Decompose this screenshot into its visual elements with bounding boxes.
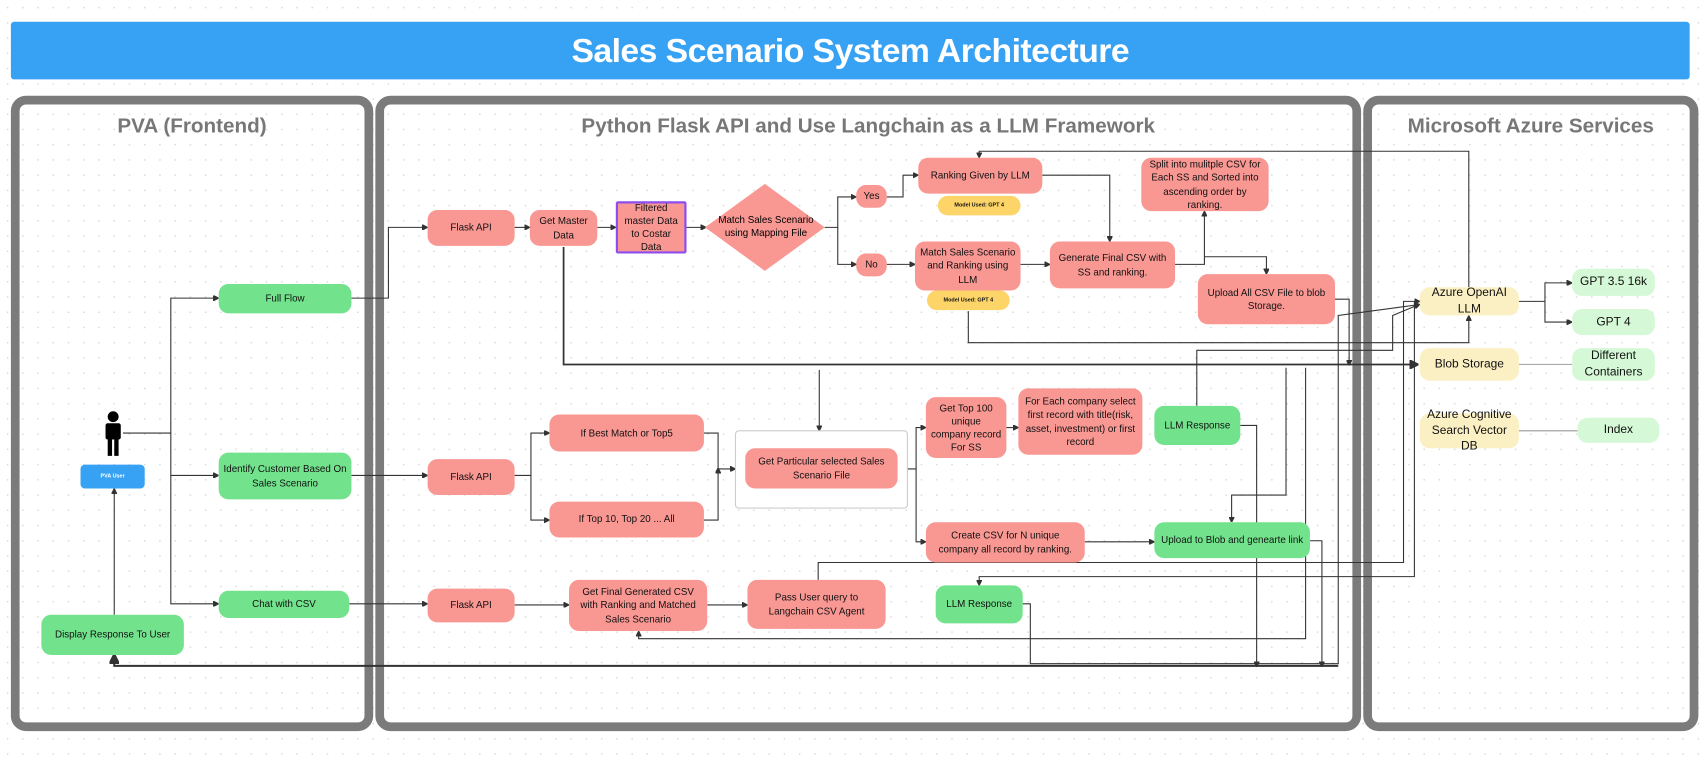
- connector: [979, 301, 1415, 584]
- panel-title: PVA (Frontend): [117, 115, 267, 139]
- containers-node[interactable]: Different Containers: [1572, 348, 1655, 381]
- diagram-title: Sales Scenario System Architecture: [571, 31, 1130, 70]
- connector: [967, 311, 1468, 344]
- generate-final-csv-node[interactable]: Generate Final CSV with SS and ranking.: [1049, 241, 1176, 289]
- llm-response-node[interactable]: LLM Response: [935, 585, 1023, 624]
- connector: [639, 367, 1307, 640]
- create-csv-node[interactable]: Create CSV for N unique company all reco…: [925, 522, 1085, 563]
- connector: [1204, 256, 1266, 273]
- panel-title: Python Flask API and Use Langchain as a …: [581, 115, 1156, 139]
- llm-response-node[interactable]: LLM Response: [1154, 405, 1241, 445]
- model-used-badge: Model Used: GPT 4: [926, 290, 1010, 311]
- connector: [886, 175, 917, 198]
- connector: [703, 432, 734, 469]
- connector: [1042, 174, 1109, 240]
- full-flow-node[interactable]: Full Flow: [218, 283, 352, 314]
- for-each-company-node[interactable]: For Each company select first record wit…: [1018, 388, 1143, 455]
- connector: [907, 428, 924, 470]
- connector: [1240, 424, 1256, 665]
- pva-user-label: PVA User: [80, 464, 145, 489]
- upload-all-csv-node[interactable]: Upload All CSV File to blob Storage.: [1197, 274, 1335, 325]
- panel-backend: Python Flask API and Use Langchain as a …: [375, 95, 1362, 732]
- person-icon: [105, 411, 121, 456]
- get-particular-node[interactable]: Get Particular selected Sales Scenario F…: [745, 448, 898, 489]
- no-label: No: [856, 253, 887, 277]
- panel-frontend: PVA (Frontend): [10, 95, 374, 732]
- connector: [915, 468, 925, 542]
- decision-diamond: [705, 183, 825, 271]
- upload-blob-node[interactable]: Upload to Blob and genearte link: [1154, 522, 1310, 559]
- gpt35-node[interactable]: GPT 3.5 16k: [1572, 268, 1655, 296]
- identify-customer-node[interactable]: Identify Customer Based On Sales Scenari…: [218, 452, 352, 500]
- flask-api-node[interactable]: Flask API: [427, 209, 515, 246]
- connector-to-blob: [562, 246, 1417, 365]
- gpt4-node[interactable]: GPT 4: [1572, 308, 1655, 336]
- flask-api-node[interactable]: Flask API: [427, 459, 515, 496]
- connector: [837, 227, 855, 264]
- yes-label: Yes: [856, 184, 887, 208]
- connector: [1334, 298, 1349, 364]
- connector: [1196, 305, 1419, 406]
- connector: [703, 469, 718, 521]
- connector: [170, 433, 218, 475]
- get-top100-node[interactable]: Get Top 100 unique company record For SS: [925, 397, 1007, 459]
- index-node[interactable]: Index: [1577, 417, 1660, 443]
- panel-title: Microsoft Azure Services: [1407, 115, 1654, 139]
- connector: [817, 301, 1419, 580]
- best-match-node[interactable]: If Best Match or Top5: [549, 414, 704, 452]
- ranking-llm-node[interactable]: Ranking Given by LLM: [918, 157, 1043, 194]
- connector: [1309, 540, 1322, 666]
- title-banner: Sales Scenario System Architecture: [10, 21, 1690, 80]
- model-used-badge: Model Used: GPT 4: [937, 195, 1021, 216]
- connector: [979, 150, 1470, 288]
- connector: [1544, 301, 1571, 322]
- top10-node[interactable]: If Top 10, Top 20 ... All: [549, 501, 704, 538]
- panel-azure: Microsoft Azure Services: [1363, 95, 1699, 732]
- get-master-data-node[interactable]: Get Master Data: [529, 209, 598, 246]
- connector: [351, 227, 426, 299]
- connector: [1175, 212, 1204, 265]
- display-response-node[interactable]: Display Response To User: [41, 614, 184, 655]
- connector: [530, 475, 548, 520]
- connector: [824, 197, 855, 228]
- flask-api-node[interactable]: Flask API: [427, 588, 515, 623]
- get-final-csv-node[interactable]: Get Final Generated CSV with Ranking and…: [569, 579, 708, 632]
- connector: [1022, 305, 1419, 665]
- connector: [170, 475, 218, 603]
- filtered-master-node[interactable]: Filtered master Data to Costar Data: [615, 201, 687, 254]
- match-mapping-label: Match Sales Scenario using Mapping File: [718, 214, 814, 239]
- connector: [1232, 367, 1287, 521]
- connector-to-display: [114, 656, 1339, 667]
- cognitive-search-node[interactable]: Azure Cognitive Search Vector DB: [1419, 408, 1519, 453]
- azure-openai-node[interactable]: Azure OpenAI LLM: [1419, 286, 1519, 316]
- connector: [1518, 283, 1571, 302]
- pass-query-node[interactable]: Pass User query to Langchain CSV Agent: [747, 579, 886, 629]
- split-csv-node[interactable]: Split into mulitple CSV for Each SS and …: [1141, 157, 1269, 212]
- match-ranking-node[interactable]: Match Sales Scenario and Ranking using L…: [915, 241, 1021, 291]
- connector: [122, 298, 218, 434]
- chat-with-csv-node[interactable]: Chat with CSV: [218, 590, 350, 618]
- blob-storage-node[interactable]: Blob Storage: [1419, 348, 1519, 381]
- connector: [514, 433, 549, 477]
